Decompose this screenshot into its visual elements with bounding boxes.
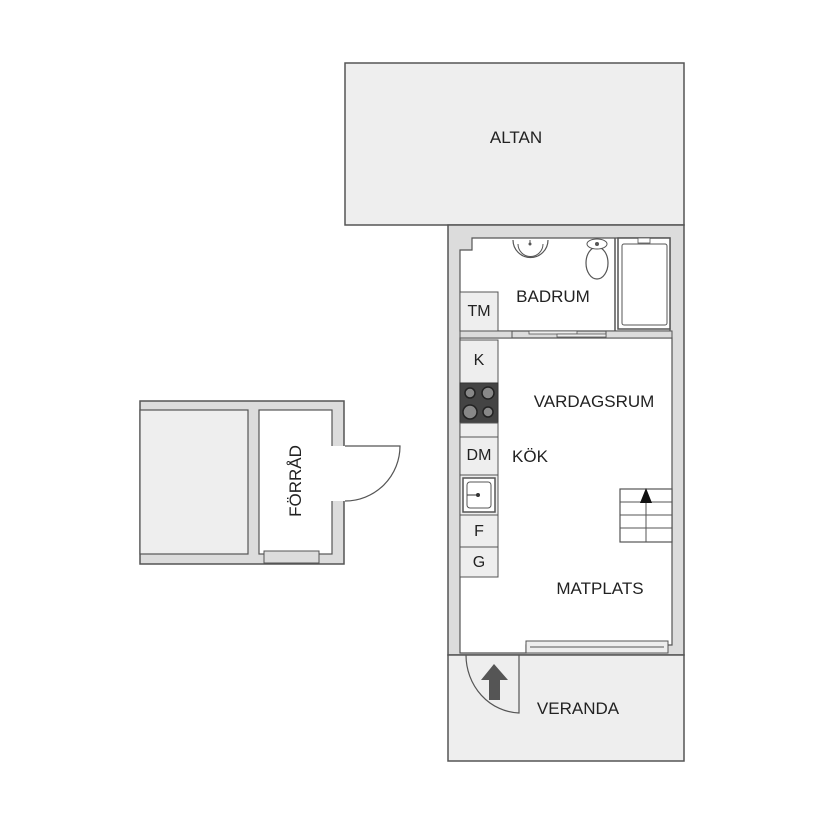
sliding-door-1: [528, 330, 578, 335]
room-label-kok: KÖK: [512, 447, 548, 466]
altan-area: [344, 62, 685, 226]
toilet-icon: [585, 246, 609, 280]
forrad-door-opening: [331, 446, 345, 501]
forrad-window: [263, 550, 320, 564]
room-label-altan: ALTAN: [489, 128, 543, 147]
tm-box: [459, 291, 499, 332]
entry-arrow-icon: [481, 664, 508, 700]
fixture-label-k: K: [473, 352, 485, 369]
forrad-interior: [258, 409, 333, 555]
room-label-vardagsrum: VARDAGSRUM: [533, 392, 655, 411]
storage-left-interior: [139, 409, 249, 555]
fixture-label-g: G: [472, 554, 486, 571]
f-box: [459, 514, 499, 548]
room-label-veranda: VERANDA: [536, 699, 620, 718]
room-label-forrad: FÖRRÅD: [286, 445, 305, 517]
bath-wall-right: [605, 330, 673, 339]
fixture-label-dm: DM: [466, 447, 492, 464]
staircase-icon: [619, 488, 673, 543]
room-label-matplats: MATPLATS: [556, 579, 644, 598]
fixture-label-tm: TM: [467, 303, 491, 320]
bath-wall-left: [459, 330, 513, 339]
entry-door-swing: [465, 654, 520, 714]
sliding-door-2: [556, 333, 607, 338]
room-label-badrum: BADRUM: [516, 287, 590, 306]
g-box: [459, 546, 499, 578]
k-box: [459, 339, 499, 384]
fixture-label-f: F: [474, 523, 484, 540]
forrad-door-swing: [344, 445, 401, 502]
